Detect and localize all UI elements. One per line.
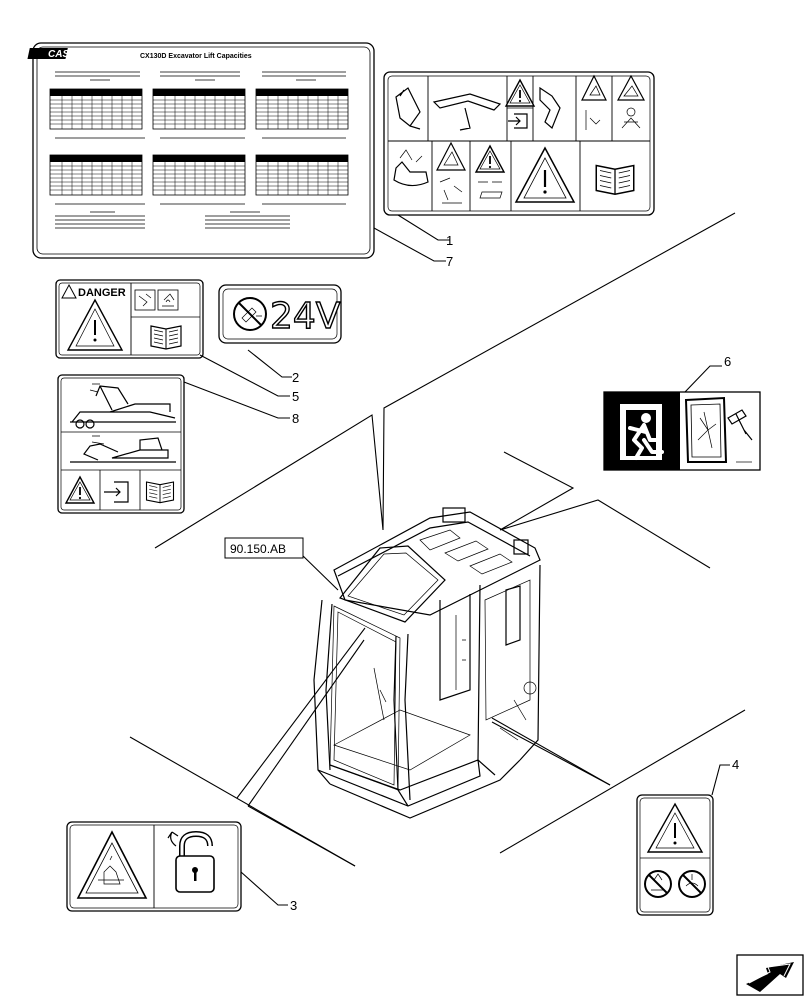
- warning-decal-3: [66, 821, 242, 912]
- excavator-icon: [70, 383, 176, 429]
- arrow-icon: [746, 962, 794, 992]
- emergency-exit-icon: [620, 404, 664, 460]
- callout-6: 6: [724, 354, 731, 369]
- emergency-exit-decal: [603, 391, 761, 471]
- hammer-glass-icon: [684, 396, 753, 463]
- excavator-icon: [395, 86, 561, 131]
- warning-triangle-icon: [616, 74, 646, 129]
- no-hook-icon: [678, 870, 706, 898]
- leader-lines: [129, 212, 746, 906]
- danger-decal: DANGER: [55, 279, 204, 359]
- warning-triangle-icon: [514, 146, 576, 203]
- reference-label: 90.150.AB: [230, 542, 286, 556]
- padlock-icon: [167, 830, 215, 893]
- case-logo: CASE: [27, 48, 76, 60]
- brand-label: CASE: [48, 49, 76, 60]
- operator-cab: [313, 507, 541, 819]
- next-page-arrow[interactable]: [736, 954, 804, 996]
- book-icon: [150, 325, 182, 350]
- danger-label: DANGER: [78, 287, 126, 299]
- reference-tag[interactable]: 90.150.AB: [224, 537, 304, 559]
- voltage-label: 24V: [270, 296, 341, 337]
- warning-triangle-icon: [581, 74, 607, 130]
- safety-symbols-decal: [383, 71, 655, 216]
- callout-2: 2: [292, 370, 299, 385]
- callout-4: 4: [732, 757, 739, 772]
- warning-decal-4: [636, 794, 714, 916]
- callout-7: 7: [446, 254, 453, 269]
- voltage-decal: 24V: [218, 284, 342, 344]
- no-step-icon: [644, 870, 672, 898]
- transport-decal: [57, 374, 185, 514]
- warning-triangle-icon: [436, 141, 466, 204]
- book-icon: [145, 481, 175, 504]
- chart-title: CX130D Excavator Lift Capacities: [140, 53, 252, 60]
- excavator-icon: [393, 149, 429, 187]
- callout-5: 5: [292, 389, 299, 404]
- no-welding-icon: [233, 297, 267, 331]
- warning-triangle-icon: [646, 802, 704, 853]
- callout-8: 8: [292, 411, 299, 426]
- lift-capacity-chart-decal: CASE CX130D Excavator Lift Capacities: [27, 42, 375, 259]
- book-icon: [595, 164, 635, 195]
- excavator-icon: [70, 435, 176, 463]
- callout-3: 3: [290, 898, 297, 913]
- callout-1: 1: [446, 233, 453, 248]
- warning-triangle-icon: [66, 298, 124, 351]
- warning-triangle-icon: [76, 830, 148, 899]
